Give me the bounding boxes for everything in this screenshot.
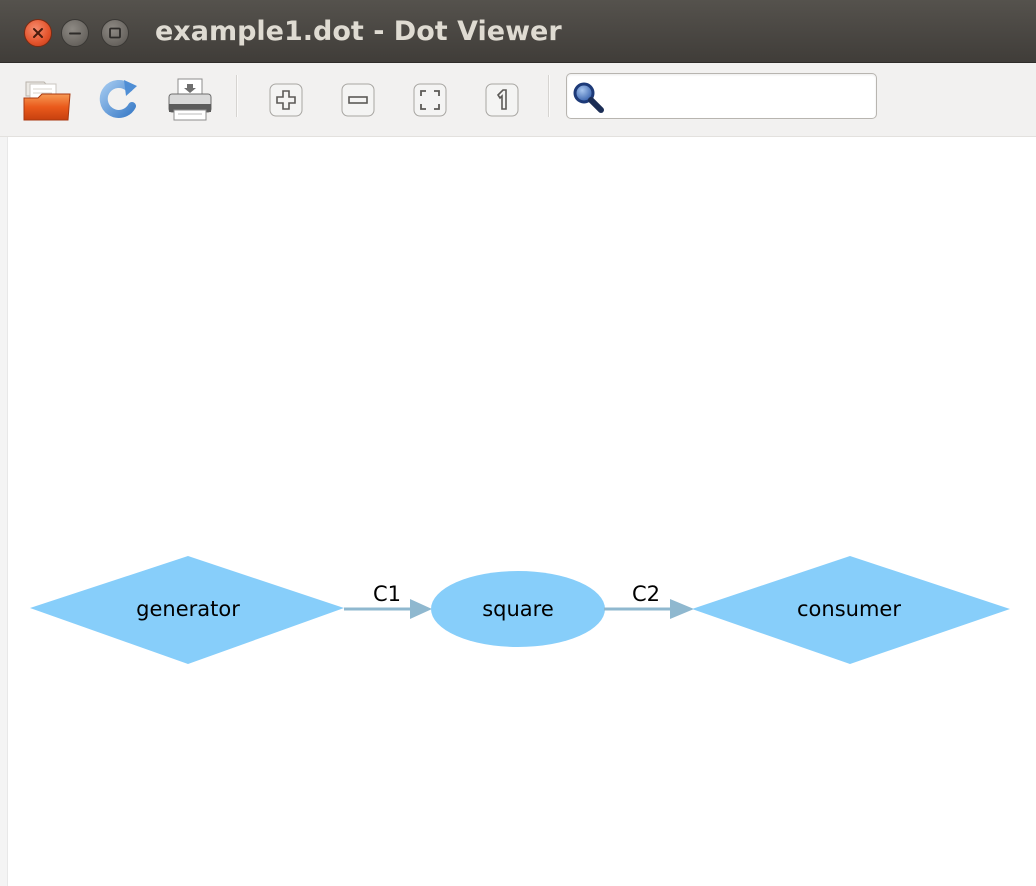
node-square[interactable]: square xyxy=(431,571,605,647)
zoom-out-button[interactable] xyxy=(336,76,380,124)
folder-open-icon xyxy=(23,81,71,121)
open-button[interactable] xyxy=(18,76,74,124)
toolbar xyxy=(0,63,1036,137)
edge-c1[interactable]: C1 xyxy=(344,582,432,619)
maximize-button[interactable] xyxy=(101,19,129,47)
node-label-consumer: consumer xyxy=(797,597,901,621)
canvas-left-border xyxy=(0,137,8,886)
node-generator[interactable]: generator xyxy=(30,556,344,664)
minimize-icon xyxy=(69,32,81,35)
search-input[interactable] xyxy=(607,80,871,114)
node-label-square: square xyxy=(482,597,554,621)
zoom-out-icon xyxy=(341,83,375,117)
refresh-icon xyxy=(99,80,137,118)
printer-icon xyxy=(168,78,212,121)
close-icon xyxy=(33,28,43,38)
zoom-100-button[interactable] xyxy=(480,76,524,124)
node-label-generator: generator xyxy=(136,597,240,621)
reload-button[interactable] xyxy=(92,76,144,124)
zoom-in-button[interactable] xyxy=(264,76,308,124)
edge-c2[interactable]: C2 xyxy=(604,582,694,619)
graph-svg: generator C1 square C2 consume xyxy=(30,556,1010,664)
zoom-fit-button[interactable] xyxy=(408,76,452,124)
edge-label-c2: C2 xyxy=(632,582,660,606)
print-button[interactable] xyxy=(162,76,218,124)
edge-label-c1: C1 xyxy=(373,582,401,606)
title-bar: example1.dot - Dot Viewer xyxy=(0,0,1036,63)
maximize-icon xyxy=(109,27,121,39)
search-icon xyxy=(573,82,604,113)
toolbar-separator xyxy=(236,75,238,117)
search-field[interactable] xyxy=(566,73,877,119)
zoom-in-icon xyxy=(269,83,303,117)
close-button[interactable] xyxy=(24,19,52,47)
toolbar-separator xyxy=(548,75,550,117)
node-consumer[interactable]: consumer xyxy=(692,556,1010,664)
graph-canvas[interactable]: generator C1 square C2 consume xyxy=(8,137,1036,886)
zoom-100-icon xyxy=(485,83,519,117)
minimize-button[interactable] xyxy=(61,19,89,47)
window-title: example1.dot - Dot Viewer xyxy=(155,16,562,47)
zoom-fit-icon xyxy=(413,83,447,117)
